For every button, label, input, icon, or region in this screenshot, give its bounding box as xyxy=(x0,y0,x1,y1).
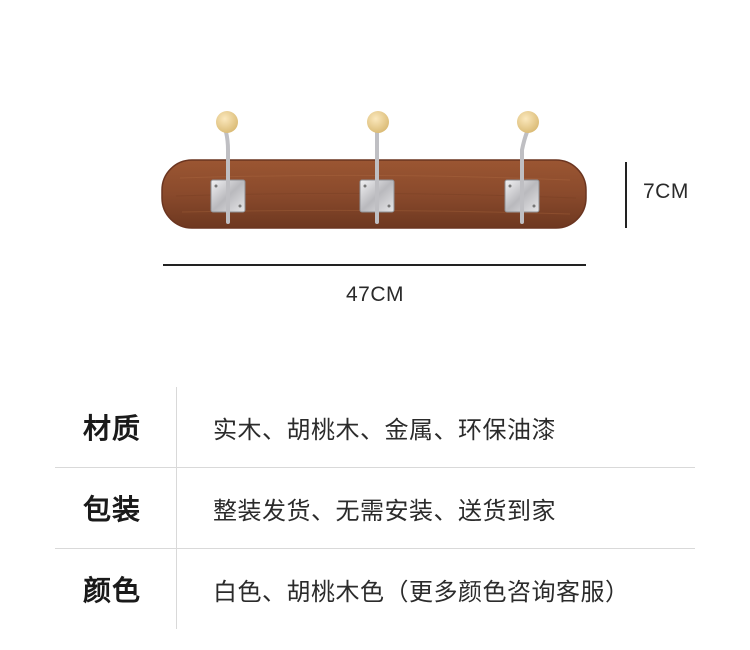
spec-row-color: 颜色 白色、胡桃木色（更多颜色咨询客服） xyxy=(55,548,695,629)
hook-knob-2 xyxy=(367,111,389,133)
column-divider xyxy=(176,468,177,548)
hook-3 xyxy=(504,111,540,224)
spec-value: 实木、胡桃木、金属、环保油漆 xyxy=(213,415,556,444)
hook-1 xyxy=(210,111,246,224)
column-divider xyxy=(176,387,177,467)
spec-row-packaging: 包装 整装发货、无需安装、送货到家 xyxy=(55,467,695,548)
hook-knob-3 xyxy=(517,111,539,133)
spec-key: 颜色 xyxy=(83,574,142,607)
hook-2 xyxy=(359,111,395,224)
spec-row-material: 材质 实木、胡桃木、金属、环保油漆 xyxy=(55,387,695,467)
column-divider xyxy=(176,549,177,629)
hook-knob-1 xyxy=(216,111,238,133)
height-dimension-label: 7CM xyxy=(643,180,689,203)
spec-key: 材质 xyxy=(83,412,142,445)
spec-value: 整装发货、无需安装、送货到家 xyxy=(213,496,556,525)
coat-rack-illustration xyxy=(161,111,627,266)
spec-key: 包装 xyxy=(83,493,142,526)
spec-table: 材质 实木、胡桃木、金属、环保油漆 包装 整装发货、无需安装、送货到家 颜色 白… xyxy=(55,387,695,629)
spec-value: 白色、胡桃木色（更多颜色咨询客服） xyxy=(213,577,630,606)
width-dimension-label: 47CM xyxy=(345,283,405,306)
